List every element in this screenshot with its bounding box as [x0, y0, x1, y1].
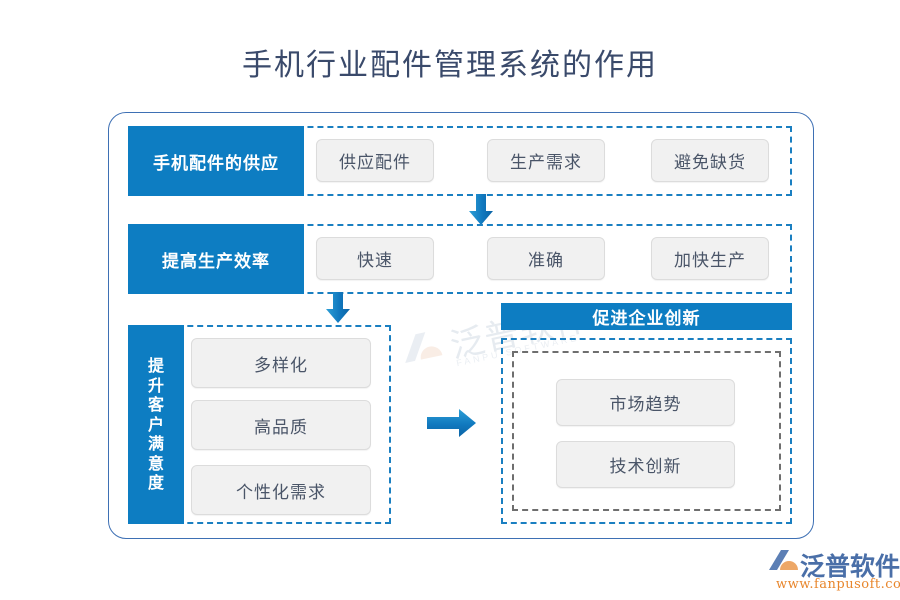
satisfaction-label-char-6: 度: [147, 473, 164, 493]
section-efficiency-label[interactable]: 提高生产效率: [128, 224, 304, 294]
brand-logo-url: www.fanpusoft.com: [776, 577, 900, 592]
brand-logo-name: 泛普软件: [800, 552, 900, 581]
satisfaction-label-char-4: 满: [147, 434, 164, 454]
satisfaction-item-0[interactable]: 多样化: [191, 338, 371, 388]
efficiency-item-2[interactable]: 加快生产: [651, 237, 769, 280]
innovation-item-0[interactable]: 市场趋势: [556, 379, 735, 426]
satisfaction-item-2[interactable]: 个性化需求: [191, 465, 371, 515]
satisfaction-item-1[interactable]: 高品质: [191, 400, 371, 450]
arrow-right-satisfaction-to-innovation-icon: [427, 409, 476, 437]
satisfaction-label-char-2: 客: [147, 395, 164, 415]
outer-frame: [108, 112, 814, 539]
innovation-item-1[interactable]: 技术创新: [556, 441, 735, 488]
section-supply-label[interactable]: 手机配件的供应: [128, 126, 304, 196]
arrow-down-efficiency-to-satisfaction-icon: [326, 292, 350, 323]
section-innovation-region: [501, 338, 792, 524]
brand-logo-icon: [769, 550, 798, 570]
satisfaction-label-char-0: 提: [147, 356, 164, 376]
supply-item-1[interactable]: 生产需求: [487, 139, 605, 182]
supply-item-0[interactable]: 供应配件: [316, 139, 434, 182]
satisfaction-label-char-1: 升: [147, 375, 164, 395]
page-title: 手机行业配件管理系统的作用: [242, 48, 658, 83]
section-satisfaction-label[interactable]: 提 升 客 户 满 意 度: [128, 325, 184, 524]
satisfaction-label-char-5: 意: [147, 453, 164, 473]
efficiency-item-0[interactable]: 快速: [316, 237, 434, 280]
brand-logo: 泛普软件 www.fanpusoft.com: [766, 548, 900, 594]
section-innovation-label[interactable]: 促进企业创新: [501, 303, 792, 330]
arrow-down-supply-to-efficiency-icon: [469, 194, 493, 225]
efficiency-item-1[interactable]: 准确: [487, 237, 605, 280]
supply-item-2[interactable]: 避免缺货: [651, 139, 769, 182]
satisfaction-label-char-3: 户: [147, 414, 164, 434]
innovation-inner-region: [512, 351, 781, 511]
